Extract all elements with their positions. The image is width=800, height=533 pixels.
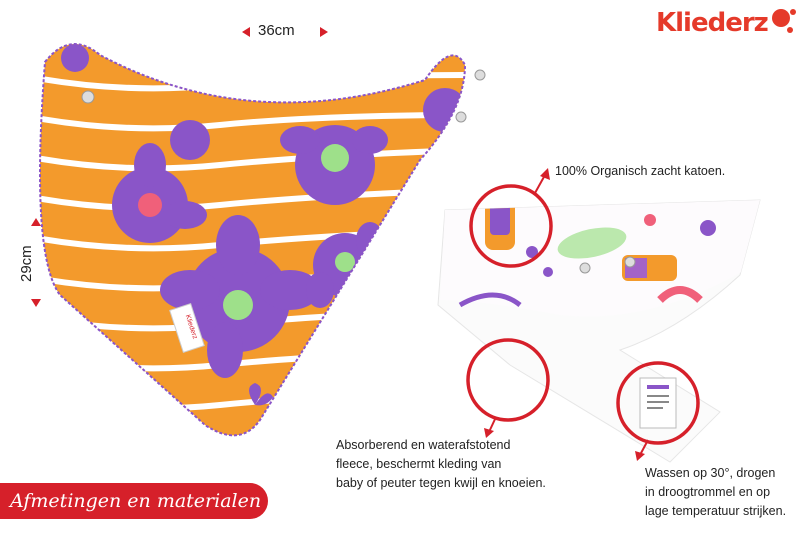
orange-bandana-bib <box>39 43 486 437</box>
snap-button-left <box>81 90 95 104</box>
callout-wash-text: Wassen op 30°, drogen in droogtrommel en… <box>645 464 786 521</box>
flower-small-bottom <box>249 383 273 406</box>
logo-splat-icon <box>772 9 796 33</box>
flower-top-left <box>61 44 210 160</box>
arrow-left-icon <box>242 27 250 37</box>
width-arrows <box>242 27 328 37</box>
fleece-line-2: fleece, beschermt kleding van <box>336 457 502 471</box>
flower-left <box>112 143 207 243</box>
fleece-line-1: Absorberend en waterafstotend <box>336 438 511 452</box>
wash-line-1: Wassen op 30°, drogen <box>645 466 776 480</box>
arrow-up-icon <box>31 218 41 226</box>
callout-fleece <box>466 338 550 438</box>
flower-large <box>160 215 320 378</box>
brand-tag <box>169 303 205 353</box>
callout-wash <box>616 361 700 461</box>
snap-button-top-right <box>474 69 486 81</box>
width-label: 36cm <box>258 22 295 39</box>
snap-button-right <box>455 111 467 123</box>
height-label: 29cm <box>18 245 35 282</box>
arrow-right-icon <box>320 27 328 37</box>
brand-logo: Kliederz <box>656 8 769 38</box>
arrow-down-icon <box>31 299 41 307</box>
white-bandana-bib <box>437 199 761 463</box>
flower-top-right <box>423 88 465 132</box>
callout-cotton <box>469 168 553 268</box>
fleece-line-3: baby of peuter tegen kwijl en knoeien. <box>336 476 546 490</box>
title-banner: Afmetingen en materialen <box>0 483 268 519</box>
flower-center <box>280 125 388 205</box>
height-arrows <box>31 218 41 307</box>
callout-fleece-text: Absorberend en waterafstotend fleece, be… <box>336 436 546 493</box>
callout-cotton-text: 100% Organisch zacht katoen. <box>555 164 726 178</box>
wash-line-2: in droogtrommel en op <box>645 485 771 499</box>
wash-line-3: lage temperatuur strijken. <box>645 504 787 518</box>
